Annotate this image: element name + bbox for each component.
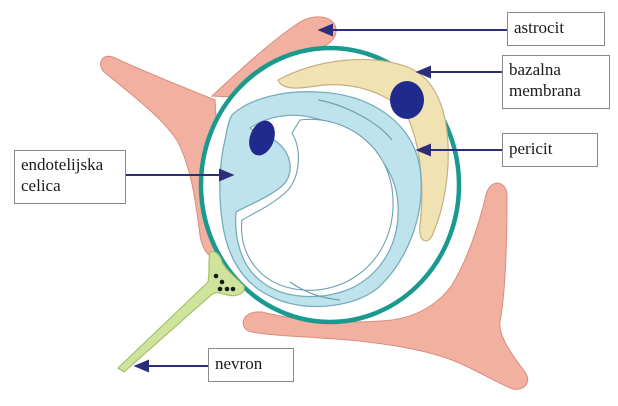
label-nevron: nevron — [208, 348, 294, 382]
label-pericit-text: pericit — [509, 138, 591, 159]
label-nevron-text: nevron — [215, 353, 287, 374]
pericyte-nucleus — [390, 81, 424, 119]
neuron-vesicle — [218, 287, 223, 292]
label-membrana-text: membrana — [509, 80, 603, 101]
label-pericit: pericit — [502, 133, 598, 167]
label-endotelijska-celica: endotelijska celica — [14, 150, 126, 204]
label-astrocit-text: astrocit — [514, 17, 598, 38]
neuron-vesicle — [220, 280, 225, 285]
label-bazalna-text: bazalna — [509, 59, 603, 80]
neuron-vesicle — [231, 287, 236, 292]
label-bazalna-membrana: bazalna membrana — [502, 55, 610, 109]
neuron-vesicle — [214, 274, 219, 279]
nevron-arrowhead — [136, 361, 148, 371]
label-celica-text: celica — [21, 175, 119, 196]
label-endotelijska-text: endotelijska — [21, 154, 119, 175]
label-astrocit: astrocit — [507, 12, 605, 46]
neuron-vesicle — [225, 287, 230, 292]
